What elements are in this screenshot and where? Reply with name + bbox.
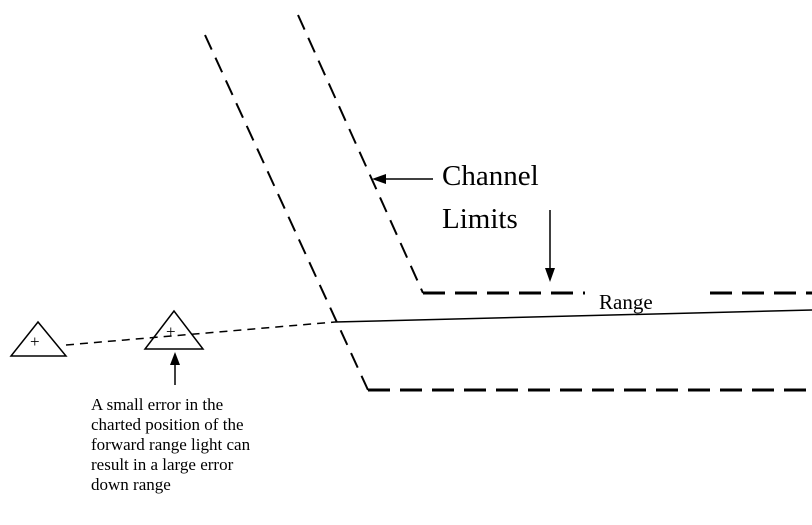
channel-limit-upper-diagonal (297, 14, 424, 294)
range-line-dashed (65, 321, 336, 346)
channel-limit-lower-diagonal (204, 34, 369, 391)
range-line-solid (334, 309, 812, 323)
error-note-line: down range (91, 475, 171, 494)
channel-label: Channel (442, 160, 539, 192)
rear-range-light-triangle (9, 320, 68, 357)
limits-label: Limits (442, 203, 518, 235)
error-note: A small error in the charted position of… (91, 395, 250, 495)
rear-light-plus-symbol: + (30, 332, 40, 351)
error-note-line: forward range light can (91, 435, 251, 454)
front-light-plus-symbol: + (166, 322, 176, 341)
front-light-arrow-head (170, 352, 180, 365)
range-label: Range (599, 290, 653, 314)
error-note-line: charted position of the (91, 415, 244, 434)
front-range-light-triangle (143, 309, 205, 350)
error-note-line: A small error in the (91, 395, 224, 414)
error-note-line: result in a large error (91, 455, 234, 474)
channel-arrow-head (372, 174, 386, 184)
limits-arrow-head (545, 268, 555, 282)
